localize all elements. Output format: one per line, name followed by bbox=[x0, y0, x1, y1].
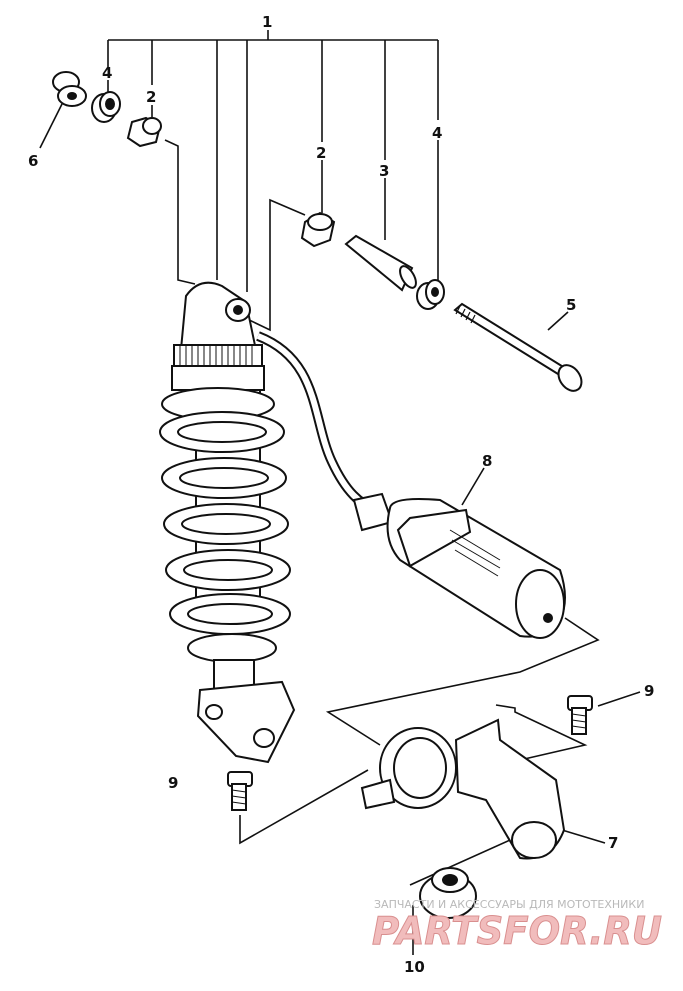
part-5-bolt bbox=[453, 302, 583, 392]
part-4-washer-left bbox=[91, 91, 121, 123]
callout-3: 3 bbox=[379, 162, 389, 180]
watermark: ЗАПЧАСТИ И АКСЕССУАРЫ ДЛЯ МОТОТЕХНИКИ PA… bbox=[372, 898, 663, 954]
callout-5: 5 bbox=[566, 296, 576, 314]
part-2-spacer-right bbox=[300, 211, 336, 248]
shock-spring bbox=[159, 411, 291, 635]
part-4-washer-right bbox=[416, 279, 445, 310]
part-10-collar bbox=[419, 867, 477, 919]
callout-4-left: 4 bbox=[102, 64, 112, 82]
watermark-logo: PARTSFOR.RU bbox=[372, 909, 662, 953]
callout-1: 1 bbox=[262, 13, 272, 31]
callout-8: 8 bbox=[482, 452, 492, 470]
shock-absorber bbox=[159, 281, 296, 764]
part-8-reservoir bbox=[386, 498, 566, 639]
reservoir-hose bbox=[256, 331, 394, 532]
callout-labels: 1 2 4 2 3 4 5 6 7 8 9 9 10 bbox=[28, 13, 654, 976]
leader-lines bbox=[39, 30, 641, 955]
callout-2-right: 2 bbox=[316, 144, 326, 162]
callout-4-right: 4 bbox=[432, 124, 442, 142]
part-6-nut bbox=[52, 71, 87, 107]
part-3-sleeve bbox=[344, 234, 417, 292]
part-2-spacer-left bbox=[126, 116, 162, 148]
callout-6: 6 bbox=[28, 152, 38, 170]
part-9-bolt-right bbox=[567, 695, 593, 735]
part-9-bolt-left bbox=[227, 771, 253, 811]
callout-10: 10 bbox=[404, 958, 425, 976]
callout-2-left: 2 bbox=[146, 88, 156, 106]
part-7-bracket bbox=[360, 718, 566, 860]
callout-7: 7 bbox=[608, 834, 618, 852]
watermark-caption: ЗАПЧАСТИ И АКСЕССУАРЫ ДЛЯ МОТОТЕХНИКИ bbox=[374, 898, 644, 911]
callout-9-left: 9 bbox=[168, 774, 178, 792]
callout-9-right: 9 bbox=[644, 682, 654, 700]
